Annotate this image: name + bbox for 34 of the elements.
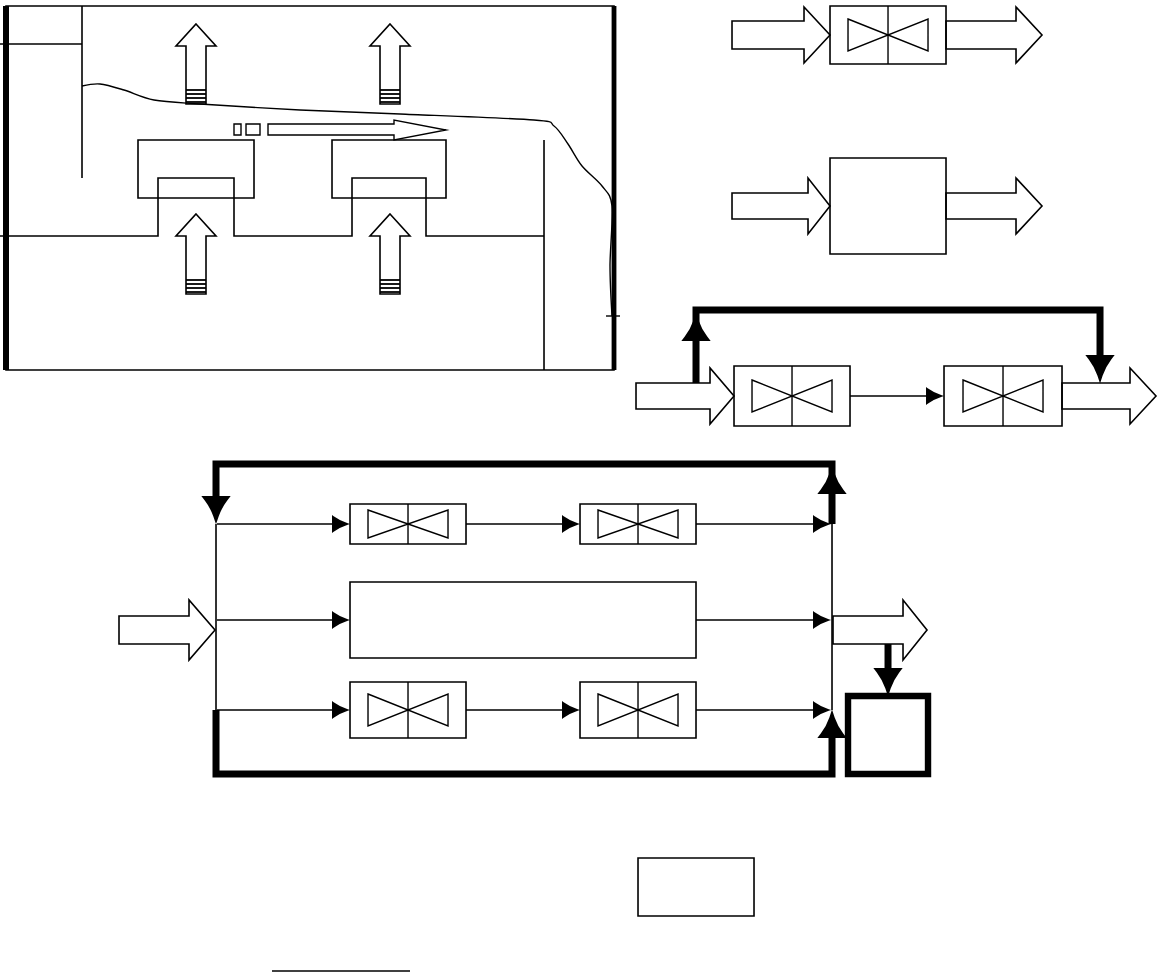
valve-box [733, 365, 851, 427]
block-arrow [945, 4, 1044, 66]
cross-section-drawing [0, 5, 621, 371]
block-arrow [1061, 365, 1158, 427]
arrow [695, 701, 830, 719]
block-arrow [731, 175, 832, 237]
process-box [349, 581, 697, 659]
block-arrow [635, 365, 736, 427]
block-arrow [731, 4, 832, 66]
valve-box [943, 365, 1063, 427]
arrow [695, 611, 830, 629]
valve-box [349, 681, 467, 739]
valve-box [579, 503, 697, 545]
loop-arrow [684, 306, 1112, 383]
arrow [216, 701, 349, 719]
valve-box [829, 5, 947, 65]
process-box [844, 692, 932, 778]
arrow [465, 515, 579, 533]
process-box [829, 157, 947, 255]
header-line [831, 523, 833, 711]
valve-box [349, 503, 467, 545]
block-arrow [832, 597, 929, 663]
arrow [849, 387, 943, 405]
loop-arrow [204, 460, 844, 524]
arrow [876, 644, 900, 691]
block-arrow [118, 597, 217, 663]
arrow [695, 515, 830, 533]
valve-box [579, 681, 697, 739]
loop-arrow [212, 710, 844, 778]
process-box [637, 857, 755, 917]
block-arrow [945, 175, 1044, 237]
arrow [465, 701, 579, 719]
arrow [216, 515, 349, 533]
header-line [215, 523, 217, 711]
